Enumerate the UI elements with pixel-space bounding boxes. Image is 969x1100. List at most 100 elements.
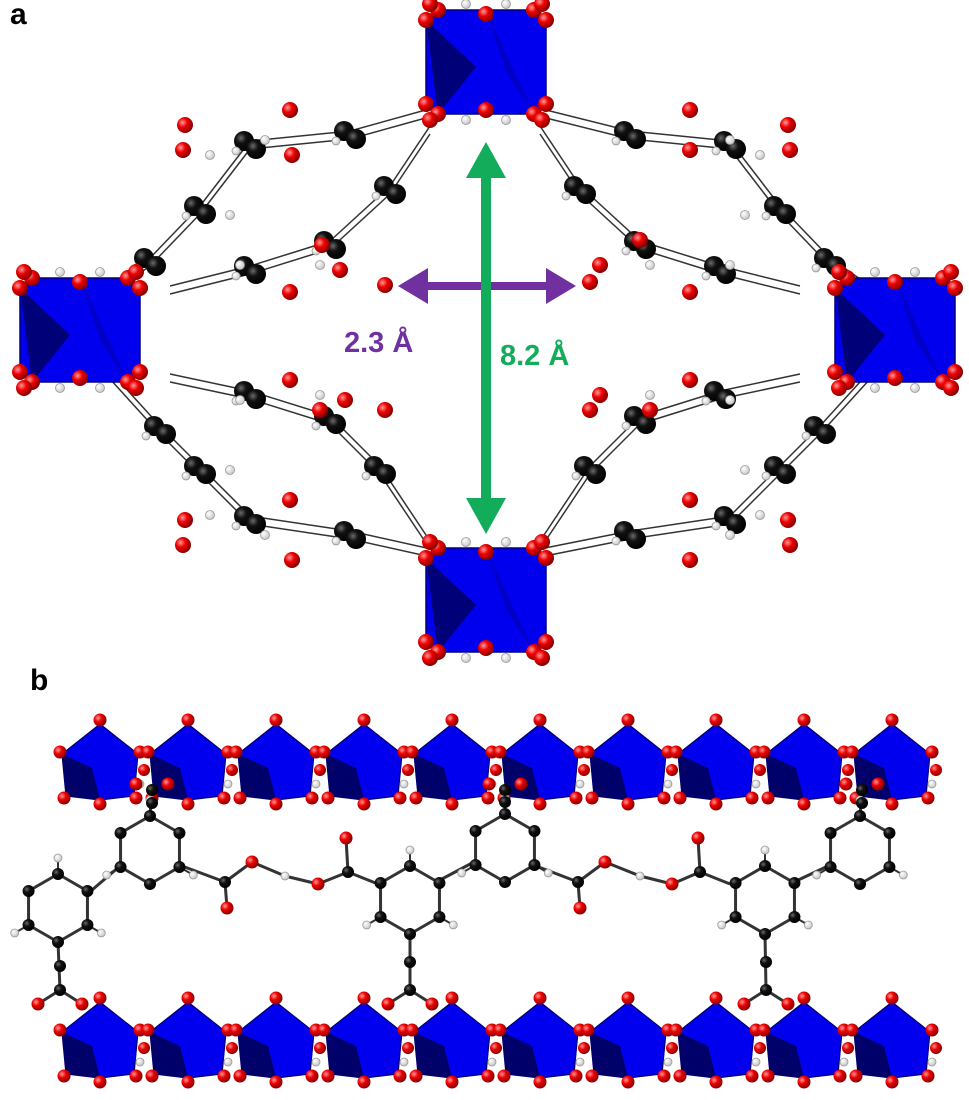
oxygen-atom [925, 745, 939, 759]
carbon-atom [729, 877, 742, 889]
hydrogen-atom [501, 537, 511, 547]
oxygen-atom [269, 1075, 283, 1089]
oxygen-atom [129, 1069, 143, 1083]
oxygen-atom [478, 544, 494, 560]
oxygen-atom [161, 777, 175, 791]
octahedron [317, 713, 414, 811]
carbon-atom [326, 239, 346, 259]
carbon-atom [22, 885, 35, 897]
octahedron [141, 991, 238, 1089]
octahedron [845, 991, 942, 1089]
oxygen-atom [842, 1042, 854, 1054]
hydrogen-atom [725, 135, 735, 145]
oxygen-atom [842, 764, 854, 776]
bond [379, 473, 431, 550]
oxygen-atom [478, 102, 494, 118]
oxygen-atom [490, 1042, 502, 1054]
carbon-atom [854, 878, 866, 890]
oxygen-atom [682, 372, 698, 388]
oxygen-atom [445, 991, 459, 1005]
panel-label-b: b [30, 664, 49, 697]
oxygen-atom [538, 634, 554, 650]
carbon-atom [626, 129, 646, 149]
oxygen-atom [312, 402, 328, 418]
hydrogen-atom [711, 146, 721, 156]
oxygen-atom [445, 1075, 459, 1089]
oxygen-atom [780, 117, 796, 133]
oxygen-atom [871, 777, 885, 791]
hydrogen-atom [645, 260, 655, 270]
oxygen-atom [129, 791, 143, 805]
oxygen-atom [757, 1023, 771, 1037]
oxygen-atom [533, 1075, 547, 1089]
oxygen-atom [93, 1075, 107, 1089]
oxygen-atom [754, 764, 766, 776]
carbon-atom [729, 911, 742, 923]
hydrogen-atom [760, 845, 770, 855]
hydrogen-atom [751, 1057, 761, 1067]
oxygen-atom [845, 1023, 859, 1037]
octahedron-shade [590, 754, 628, 800]
oxygen-atom [657, 1069, 671, 1083]
oxygen-atom [425, 997, 439, 1011]
polyhedron-shade [835, 288, 885, 382]
oxygen-atom [138, 1042, 150, 1054]
hydrogen-atom [927, 1057, 937, 1067]
oxygen-atom [321, 791, 335, 805]
hydrogen-atom [448, 920, 458, 930]
hydrogen-atom [645, 390, 655, 400]
oxygen-atom [745, 791, 759, 805]
oxygen-atom [282, 284, 298, 300]
oxygen-atom [673, 1069, 687, 1083]
octahedron-shade [766, 754, 804, 800]
carbon-atom [146, 256, 166, 276]
polyhedron-shade [486, 548, 534, 652]
carbon-atom [156, 424, 176, 444]
oxygen-atom [481, 791, 495, 805]
oxygen-atom [761, 791, 775, 805]
carbon-atom [586, 464, 606, 484]
carbon-atom [433, 877, 446, 889]
oxygen-atom [93, 713, 107, 727]
oxygen-atom [16, 264, 32, 280]
hydrogen-atom [571, 471, 581, 481]
oxygen-atom [229, 745, 243, 759]
oxygen-atom [709, 797, 723, 811]
carbon-atom [883, 827, 896, 839]
hydrogen-atom [205, 150, 215, 160]
oxygen-atom [592, 257, 608, 273]
hydrogen-atom [717, 920, 727, 930]
oxygen-atom [57, 791, 71, 805]
hydrogen-atom [575, 1057, 585, 1067]
carbon-atom [326, 414, 346, 434]
oxygen-atom [797, 713, 811, 727]
hydrogen-atom [311, 421, 321, 431]
octahedron-shade [678, 1032, 716, 1078]
metal-polyhedron-bottom [418, 534, 554, 666]
oxygen-atom [481, 1069, 495, 1083]
oxygen-atom [885, 991, 899, 1005]
hydrogen-atom [635, 871, 645, 881]
oxygen-atom [538, 550, 554, 566]
octahedron [669, 991, 766, 1089]
hydrogen-atom [870, 267, 880, 277]
carbon-atom [144, 878, 156, 890]
oxygen-atom [682, 284, 698, 300]
hydrogen-atom [910, 383, 920, 393]
oxygen-atom [220, 901, 234, 915]
hydrogen-atom [801, 431, 811, 441]
oxygen-atom [132, 280, 148, 296]
hydrogen-atom [331, 136, 341, 146]
hydrogen-atom [755, 510, 765, 520]
hydrogen-atom [740, 465, 750, 475]
hydrogen-atom [621, 246, 631, 256]
vertical-arrow-icon [466, 142, 506, 534]
bond [249, 523, 351, 540]
hydrogen-atom [231, 521, 241, 531]
octahedron-shade [766, 1032, 804, 1078]
carbon-atom [386, 184, 406, 204]
oxygen-atom [393, 1069, 407, 1083]
oxygen-atom [181, 1075, 195, 1089]
bond [439, 860, 475, 882]
